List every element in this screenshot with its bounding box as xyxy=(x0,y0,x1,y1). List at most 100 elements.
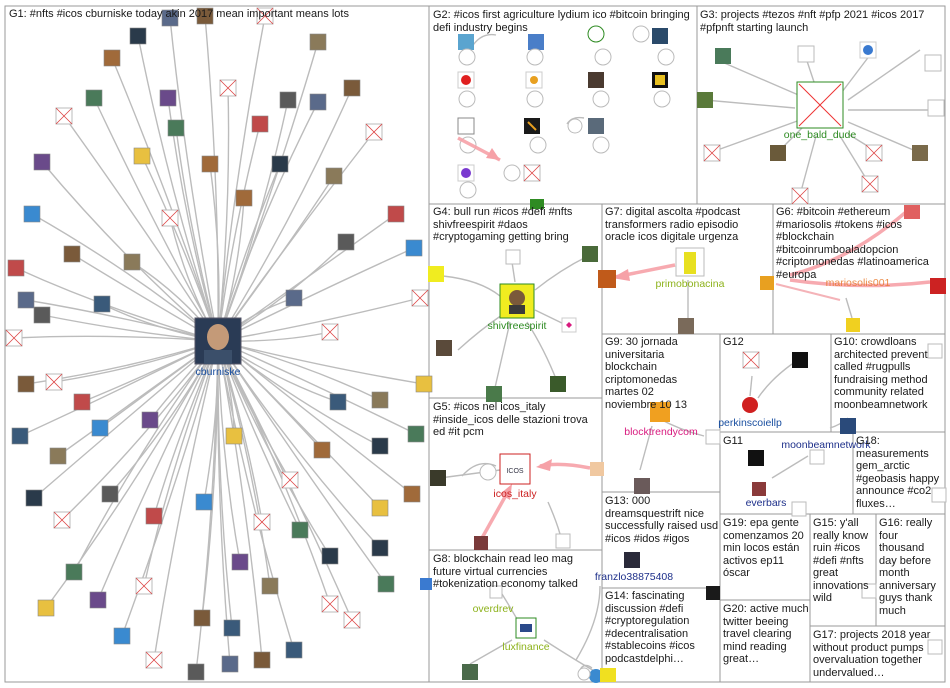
g1-node[interactable] xyxy=(159,89,177,107)
g4-node-4[interactable] xyxy=(436,340,452,356)
g1-node[interactable] xyxy=(387,205,405,223)
g1-node[interactable] xyxy=(415,375,433,393)
g10-node-1[interactable] xyxy=(840,418,856,434)
g2-node-11[interactable] xyxy=(588,118,604,134)
g1-node[interactable] xyxy=(371,499,389,517)
g1-node[interactable] xyxy=(377,575,395,593)
g11-node-1[interactable] xyxy=(748,450,764,466)
g1-node[interactable] xyxy=(371,539,389,557)
g2-node-9[interactable] xyxy=(457,117,475,135)
g1-node[interactable] xyxy=(85,89,103,107)
node-cburniske[interactable]: cburniske xyxy=(194,317,242,378)
g1-node[interactable] xyxy=(253,651,271,669)
g1-node[interactable] xyxy=(329,393,347,411)
g5-node-3[interactable] xyxy=(474,536,488,550)
g13-node-1[interactable] xyxy=(624,552,640,568)
g2-node-2[interactable] xyxy=(528,34,544,50)
g1-node[interactable] xyxy=(235,189,253,207)
g1-node[interactable] xyxy=(313,441,331,459)
g4-node-7[interactable] xyxy=(550,376,566,392)
g1-node[interactable] xyxy=(337,233,355,251)
g1-node[interactable] xyxy=(93,295,111,313)
g1-node[interactable] xyxy=(33,306,51,324)
g1-node[interactable] xyxy=(7,259,25,277)
g3-node-10[interactable] xyxy=(912,145,928,161)
g1-node[interactable] xyxy=(325,167,343,185)
g15-node-1[interactable] xyxy=(861,583,877,599)
g1-node[interactable] xyxy=(371,391,389,409)
node-perkinscoiellp[interactable] xyxy=(742,397,758,413)
g5-node-2[interactable] xyxy=(590,462,604,476)
g8-node-2[interactable] xyxy=(462,664,478,680)
g1-node[interactable] xyxy=(309,93,327,111)
g5-node-1[interactable] xyxy=(430,470,446,486)
g1-node[interactable] xyxy=(11,427,29,445)
g1-node[interactable] xyxy=(91,419,109,437)
g7-node-2[interactable] xyxy=(678,318,694,334)
g1-node[interactable] xyxy=(321,547,339,565)
g6-node-3[interactable] xyxy=(846,318,860,332)
g19-node-1[interactable] xyxy=(791,501,807,517)
g1-node[interactable] xyxy=(291,521,309,539)
g1-node[interactable] xyxy=(343,79,361,97)
g1-node[interactable] xyxy=(73,393,91,411)
g1-node[interactable] xyxy=(271,155,289,173)
node-everbars[interactable] xyxy=(752,482,766,496)
g3-node-5[interactable] xyxy=(697,92,713,108)
g1-node[interactable] xyxy=(251,115,269,133)
g1-node[interactable] xyxy=(285,289,303,307)
g1-node[interactable] xyxy=(23,205,41,223)
g1-node[interactable] xyxy=(261,577,279,595)
g4-node-6[interactable] xyxy=(486,386,502,402)
g1-node[interactable] xyxy=(201,155,219,173)
g4-node-3[interactable] xyxy=(582,246,598,262)
g1-node[interactable] xyxy=(129,27,147,45)
g1-node[interactable] xyxy=(405,239,423,257)
g8-node-1[interactable] xyxy=(420,578,432,590)
g9-node-2[interactable] xyxy=(634,478,650,494)
g1-node[interactable] xyxy=(25,489,43,507)
g2-node-7[interactable] xyxy=(588,72,604,88)
g1-node[interactable] xyxy=(141,411,159,429)
g2-node-1[interactable] xyxy=(458,34,474,50)
g3-node-4[interactable] xyxy=(924,54,942,72)
g12-node-2[interactable] xyxy=(792,352,808,368)
g1-node[interactable] xyxy=(195,493,213,511)
node-icos-italy[interactable] xyxy=(499,453,531,485)
g1-node[interactable] xyxy=(65,563,83,581)
g3-node-6[interactable] xyxy=(927,99,945,117)
g1-node[interactable] xyxy=(279,91,297,109)
g1-node[interactable] xyxy=(113,627,131,645)
g1-node[interactable] xyxy=(167,119,185,137)
g1-node[interactable] xyxy=(63,245,81,263)
g1-node[interactable] xyxy=(33,153,51,171)
g1-node[interactable] xyxy=(17,375,35,393)
g3-node-2[interactable] xyxy=(797,45,815,63)
g4-node-1[interactable] xyxy=(428,266,444,282)
g4-node-2[interactable] xyxy=(505,249,521,265)
g8-node-3[interactable] xyxy=(600,668,616,682)
g3-node-8[interactable] xyxy=(770,145,786,161)
g6-node-1[interactable] xyxy=(904,205,920,219)
g1-node[interactable] xyxy=(37,599,55,617)
g1-node[interactable] xyxy=(133,147,151,165)
g1-node[interactable] xyxy=(103,49,121,67)
g3-node-1[interactable] xyxy=(715,48,731,64)
g7-node-1[interactable] xyxy=(598,270,616,288)
g1-node[interactable] xyxy=(187,663,205,681)
g18-node-1[interactable] xyxy=(931,487,947,503)
node-blocktrendycom[interactable] xyxy=(650,402,670,422)
g1-node[interactable] xyxy=(225,427,243,445)
g10-node-2[interactable] xyxy=(927,343,943,359)
g14-node-1[interactable] xyxy=(706,586,720,600)
g1-node[interactable] xyxy=(221,655,239,673)
g1-node[interactable] xyxy=(89,591,107,609)
node-mariosolis001[interactable] xyxy=(760,276,774,290)
g1-node[interactable] xyxy=(196,7,214,25)
g1-node[interactable] xyxy=(223,619,241,637)
node-moonbeamnetwork[interactable] xyxy=(809,449,825,465)
g1-node[interactable] xyxy=(17,291,35,309)
g1-node[interactable] xyxy=(371,437,389,455)
g6-node-2[interactable] xyxy=(930,278,946,294)
g1-node[interactable] xyxy=(309,33,327,51)
